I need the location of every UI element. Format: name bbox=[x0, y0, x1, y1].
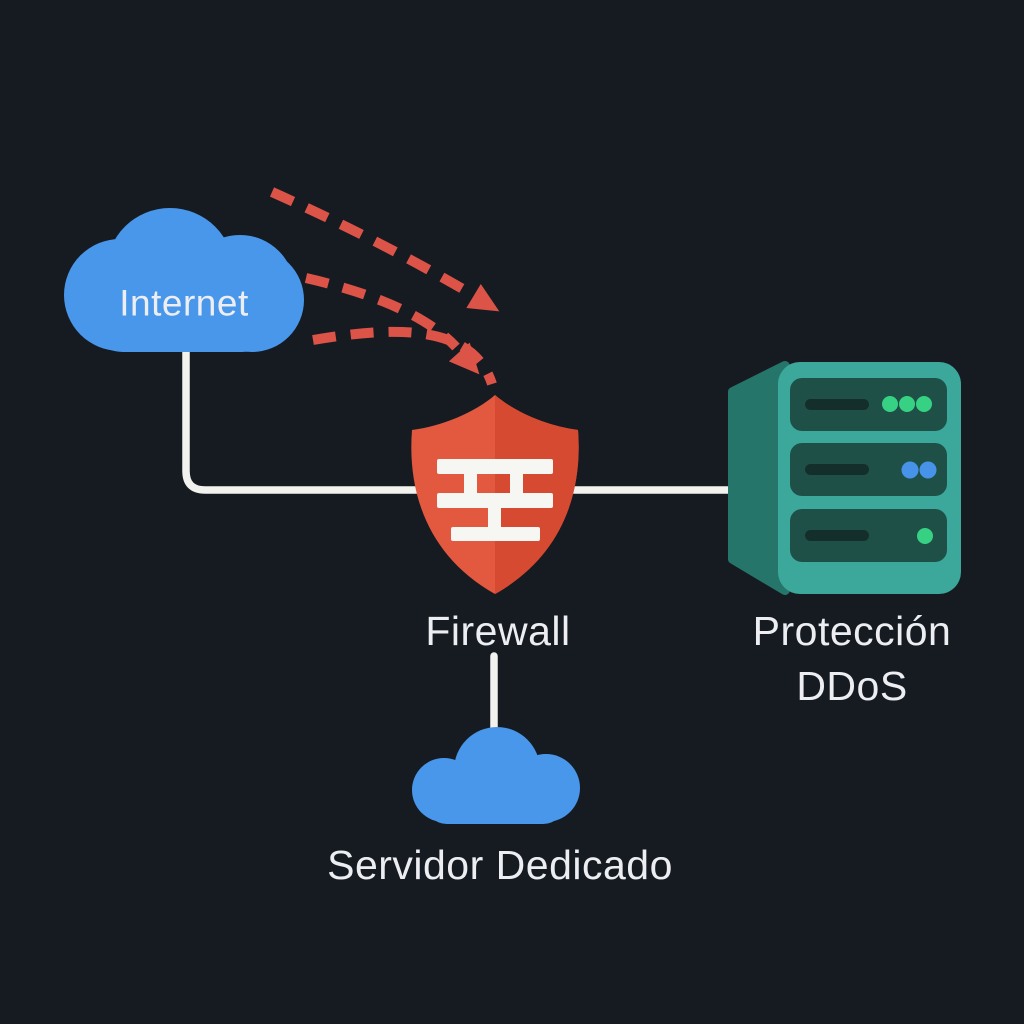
brick-wall-icon bbox=[437, 459, 553, 541]
ddos-protection-label-line2: DDoS bbox=[796, 663, 907, 709]
dedicated-server-cloud-icon bbox=[412, 727, 580, 824]
firewall-shield-icon bbox=[411, 395, 579, 594]
cloud-base bbox=[85, 272, 280, 352]
led-green-icon bbox=[917, 528, 933, 544]
attack-arrow-1-path bbox=[269, 187, 471, 297]
led-green-icon bbox=[882, 396, 898, 412]
server-bay-1-vent bbox=[805, 399, 869, 410]
ddos-protection-label-line1: Protección bbox=[753, 608, 952, 654]
attack-arrow-1-head-icon bbox=[466, 283, 500, 312]
brick-joint-1 bbox=[464, 472, 477, 495]
internet-label: Internet bbox=[119, 283, 249, 324]
cloud-base bbox=[425, 780, 565, 824]
brick-bar-bottom bbox=[451, 527, 540, 541]
led-green-icon bbox=[916, 396, 932, 412]
brick-joint-2 bbox=[510, 472, 523, 495]
led-blue-icon bbox=[919, 461, 937, 479]
dedicated-server-label: Servidor Dedicado bbox=[327, 842, 673, 888]
server-bay-2-vent bbox=[805, 464, 869, 475]
attack-arrows-group bbox=[269, 187, 500, 386]
led-green-icon bbox=[899, 396, 915, 412]
firewall-label: Firewall bbox=[425, 608, 570, 654]
brick-bar-top bbox=[437, 459, 553, 474]
ddos-server-icon bbox=[728, 361, 961, 595]
connector-internet-to-firewall bbox=[182, 342, 500, 494]
internet-cloud-icon bbox=[64, 208, 304, 352]
led-blue-icon bbox=[901, 461, 919, 479]
server-side-panel bbox=[728, 361, 790, 595]
brick-joint-3 bbox=[488, 506, 501, 529]
server-bay-3-vent bbox=[805, 530, 869, 541]
brick-bar-middle bbox=[437, 493, 553, 508]
